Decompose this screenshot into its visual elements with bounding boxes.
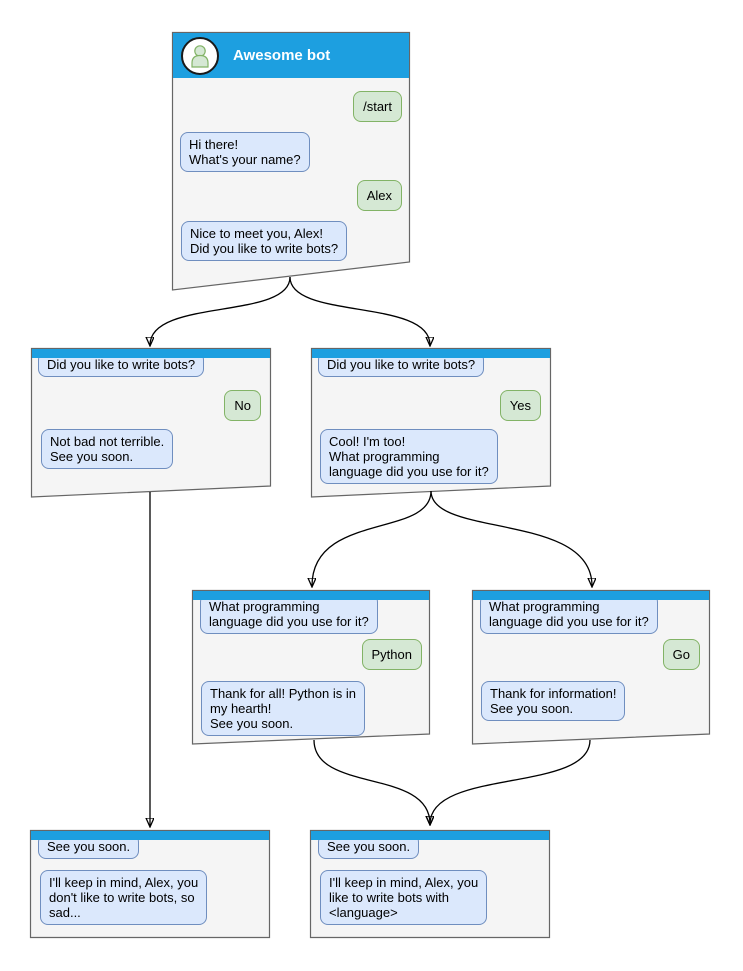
window-titlebar: Awesome bot	[173, 33, 409, 78]
bot-message-bubble: Cool! I'm too! What programming language…	[320, 429, 498, 484]
chat-window-branch-go: What programming language did you use fo…	[471, 589, 711, 745]
chat-window-branch-yes: Did you like to write bots? Yes Cool! I'…	[310, 347, 552, 498]
bot-message-bubble: I'll keep in mind, Alex, you don't like …	[40, 870, 208, 925]
arrow-go-to-end	[430, 739, 591, 824]
window-titlebar	[311, 831, 549, 840]
arrow-yes-to-python	[312, 490, 432, 586]
user-message-bubble: /start	[353, 91, 402, 122]
bot-message-bubble: I'll keep in mind, Alex, you like to wri…	[320, 870, 488, 925]
bot-name-title: Awesome bot	[233, 47, 331, 64]
user-message-bubble: Alex	[356, 180, 402, 211]
bot-message-bubble: Not bad not terrible. See you soon.	[41, 429, 174, 469]
window-titlebar	[193, 591, 429, 600]
user-message-bubble: Python	[361, 639, 422, 670]
chat-window-start: Awesome bot /start Hi there! What's your…	[171, 31, 411, 292]
bot-message-bubble: Hi there! What's your name?	[180, 132, 310, 172]
chat-window-branch-no: Did you like to write bots? No Not bad n…	[30, 347, 272, 498]
window-titlebar	[32, 349, 270, 358]
chat-window-end-yes: See you soon. I'll keep in mind, Alex, y…	[309, 829, 551, 939]
bot-message-bubble: Thank for information! See you soon.	[481, 681, 626, 721]
user-message-bubble: Go	[662, 639, 700, 670]
window-titlebar	[312, 349, 550, 358]
user-message-bubble: No	[224, 390, 261, 421]
user-message-bubble: Yes	[499, 390, 541, 421]
arrow-python-to-end	[313, 739, 430, 824]
chat-window-branch-python: What programming language did you use fo…	[191, 589, 431, 745]
bot-message-bubble: Thank for all! Python is in my hearth! S…	[201, 681, 365, 736]
bot-message-bubble: Nice to meet you, Alex! Did you like to …	[181, 221, 348, 261]
bot-avatar-icon	[181, 36, 219, 75]
bot-message-bubble: What programming language did you use fo…	[200, 594, 378, 634]
chat-window-end-no: See you soon. I'll keep in mind, Alex, y…	[29, 829, 271, 939]
bot-message-bubble: What programming language did you use fo…	[480, 594, 658, 634]
arrow-yes-to-go	[430, 490, 592, 586]
window-titlebar	[31, 831, 269, 840]
window-titlebar	[473, 591, 709, 600]
